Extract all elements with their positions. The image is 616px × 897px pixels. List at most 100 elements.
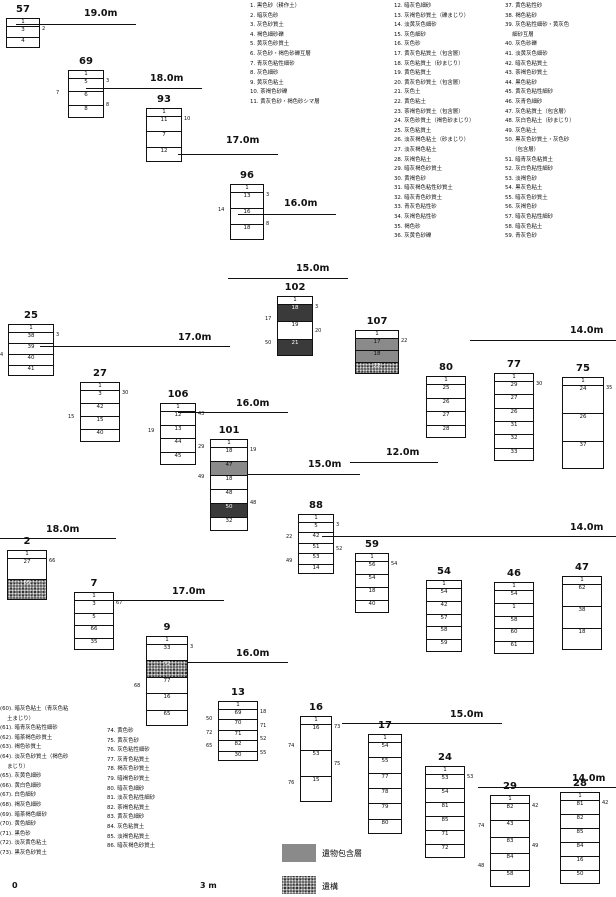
side-label: 73 [334, 724, 341, 730]
layer: 1 [427, 580, 461, 588]
layer: 18 [563, 628, 601, 650]
layer-number: 17 [373, 339, 381, 345]
side-label: 8 [266, 221, 270, 228]
layer-number: 5 [314, 523, 318, 529]
legend-entry: 38. 褐色粘砂 [505, 12, 537, 19]
legend-entry: 30. 黄褐色砂 [394, 175, 426, 182]
elevation-line [178, 412, 288, 413]
layer-number: 3 [92, 601, 96, 607]
layer: 32 [495, 434, 533, 447]
legend-entry: 48. 灰白色粘土（砂まじり） [505, 118, 575, 125]
legend-entry: 74. 黄色砂 [107, 728, 134, 734]
key-label-feature: 遺構 [322, 882, 338, 891]
elevation-line [322, 536, 616, 537]
layer-number: 13 [174, 425, 182, 432]
layer: 40 [81, 429, 119, 442]
legend-entry: 22. 黄色粘土 [394, 98, 426, 105]
layer: 1 [369, 734, 401, 742]
legend-entry: (68). 褐灰色細砂 [0, 801, 42, 808]
layer-number: 59 [440, 640, 448, 647]
side-label: 3 [106, 78, 110, 84]
layer-number: 12 [160, 147, 168, 154]
layer: 66 [75, 625, 113, 638]
elevation-label: 19.0m [84, 8, 118, 19]
layer-number: 1 [512, 374, 516, 380]
legend-entry: (65). 灰黄色細砂 [0, 773, 42, 780]
layer-number: 27 [510, 395, 518, 402]
side-label: 49 [286, 558, 293, 564]
layer-number: 42 [440, 601, 448, 608]
layer: 65 [147, 709, 187, 726]
side-label: 67 [116, 600, 123, 606]
legend-entry: 25. 灰色粘質土 [394, 127, 432, 134]
elevation-label: 16.0m [236, 648, 270, 659]
layer: 1 [299, 514, 333, 522]
legend-entry: 43. 茶褐色砂質土 [505, 70, 548, 77]
legend-entry: (62). 暗茶褐色砂質土 [0, 734, 53, 741]
legend-entry: 33. 青灰色粘性砂 [394, 204, 437, 211]
layer: 21 [278, 338, 312, 356]
layer: 15 [81, 416, 119, 429]
side-label: 8 [106, 102, 110, 108]
layer: 26 [495, 407, 533, 421]
column-id: 9 [163, 622, 171, 633]
column-id: 102 [284, 282, 306, 293]
column-id: 75 [576, 363, 590, 374]
layer-number: 69 [234, 710, 242, 716]
elevation-line [94, 600, 224, 601]
scale-end-label: 3 m [200, 881, 217, 890]
legend-entry: 28. 灰褐色粘土 [394, 156, 432, 163]
layer-number: 33 [510, 448, 518, 455]
layer-number: 37 [579, 442, 587, 448]
layer: 3 [7, 26, 39, 37]
legend-entry: (73). 黒灰色砂質土 [0, 849, 47, 856]
layer-number: 66 [90, 626, 98, 632]
layer: 51 [299, 542, 333, 553]
layer: 17 [356, 338, 398, 350]
layer-number: 19 [291, 322, 299, 329]
layer: 13 [231, 192, 263, 208]
layer-number: 14 [312, 564, 320, 571]
elevation-label: 16.0m [284, 198, 318, 209]
layer-number: 1 [21, 19, 25, 25]
layer: 1 [495, 582, 533, 590]
layer-number: 22 [373, 363, 381, 369]
column-id: 101 [218, 425, 240, 436]
legend-entry: 47. 灰色粘質土（包含層） [505, 108, 570, 115]
layer: 54 [427, 588, 461, 601]
layer-number: 81 [441, 803, 449, 809]
layer-number: 1 [444, 377, 448, 383]
layer-number: 54 [440, 589, 448, 595]
layer: 62 [563, 584, 601, 606]
layer-number: 45 [174, 452, 182, 459]
side-label: 72 [206, 729, 213, 736]
layer: 5 [75, 612, 113, 626]
legend-entry: 17. 黄灰色粘質土（包含層） [394, 50, 464, 57]
layer-number: 58 [506, 871, 514, 878]
layer: 59 [427, 639, 461, 652]
legend-entry: 82. 茶褐色粘質土 [107, 804, 150, 811]
legend-entry: 1. 黒色砂（耕作土） [250, 3, 300, 9]
side-label: 66 [49, 558, 56, 564]
side-label: 30 [122, 390, 129, 396]
legend-entry: 土まじり） [0, 715, 35, 722]
side-label: 75 [334, 761, 341, 767]
layer-number: 38 [27, 333, 35, 339]
legend-entry: 12. 暗灰色細砂 [394, 3, 432, 9]
side-label: 43 [198, 411, 205, 417]
layer-number: 1 [580, 577, 584, 583]
column-id: 24 [438, 752, 452, 763]
layer: 57 [427, 613, 461, 627]
side-label: 3 [315, 304, 319, 310]
layer: 82 [219, 740, 257, 750]
legend-column-4: (60). 暗灰色粘土（青灰色粘 土まじり）(61). 暗青灰色粘性細砂(62)… [0, 705, 68, 859]
layer-number: 85 [441, 817, 449, 823]
legend-entry: 7. 青灰色粘性細砂 [250, 60, 295, 67]
elevation-line [342, 723, 502, 724]
